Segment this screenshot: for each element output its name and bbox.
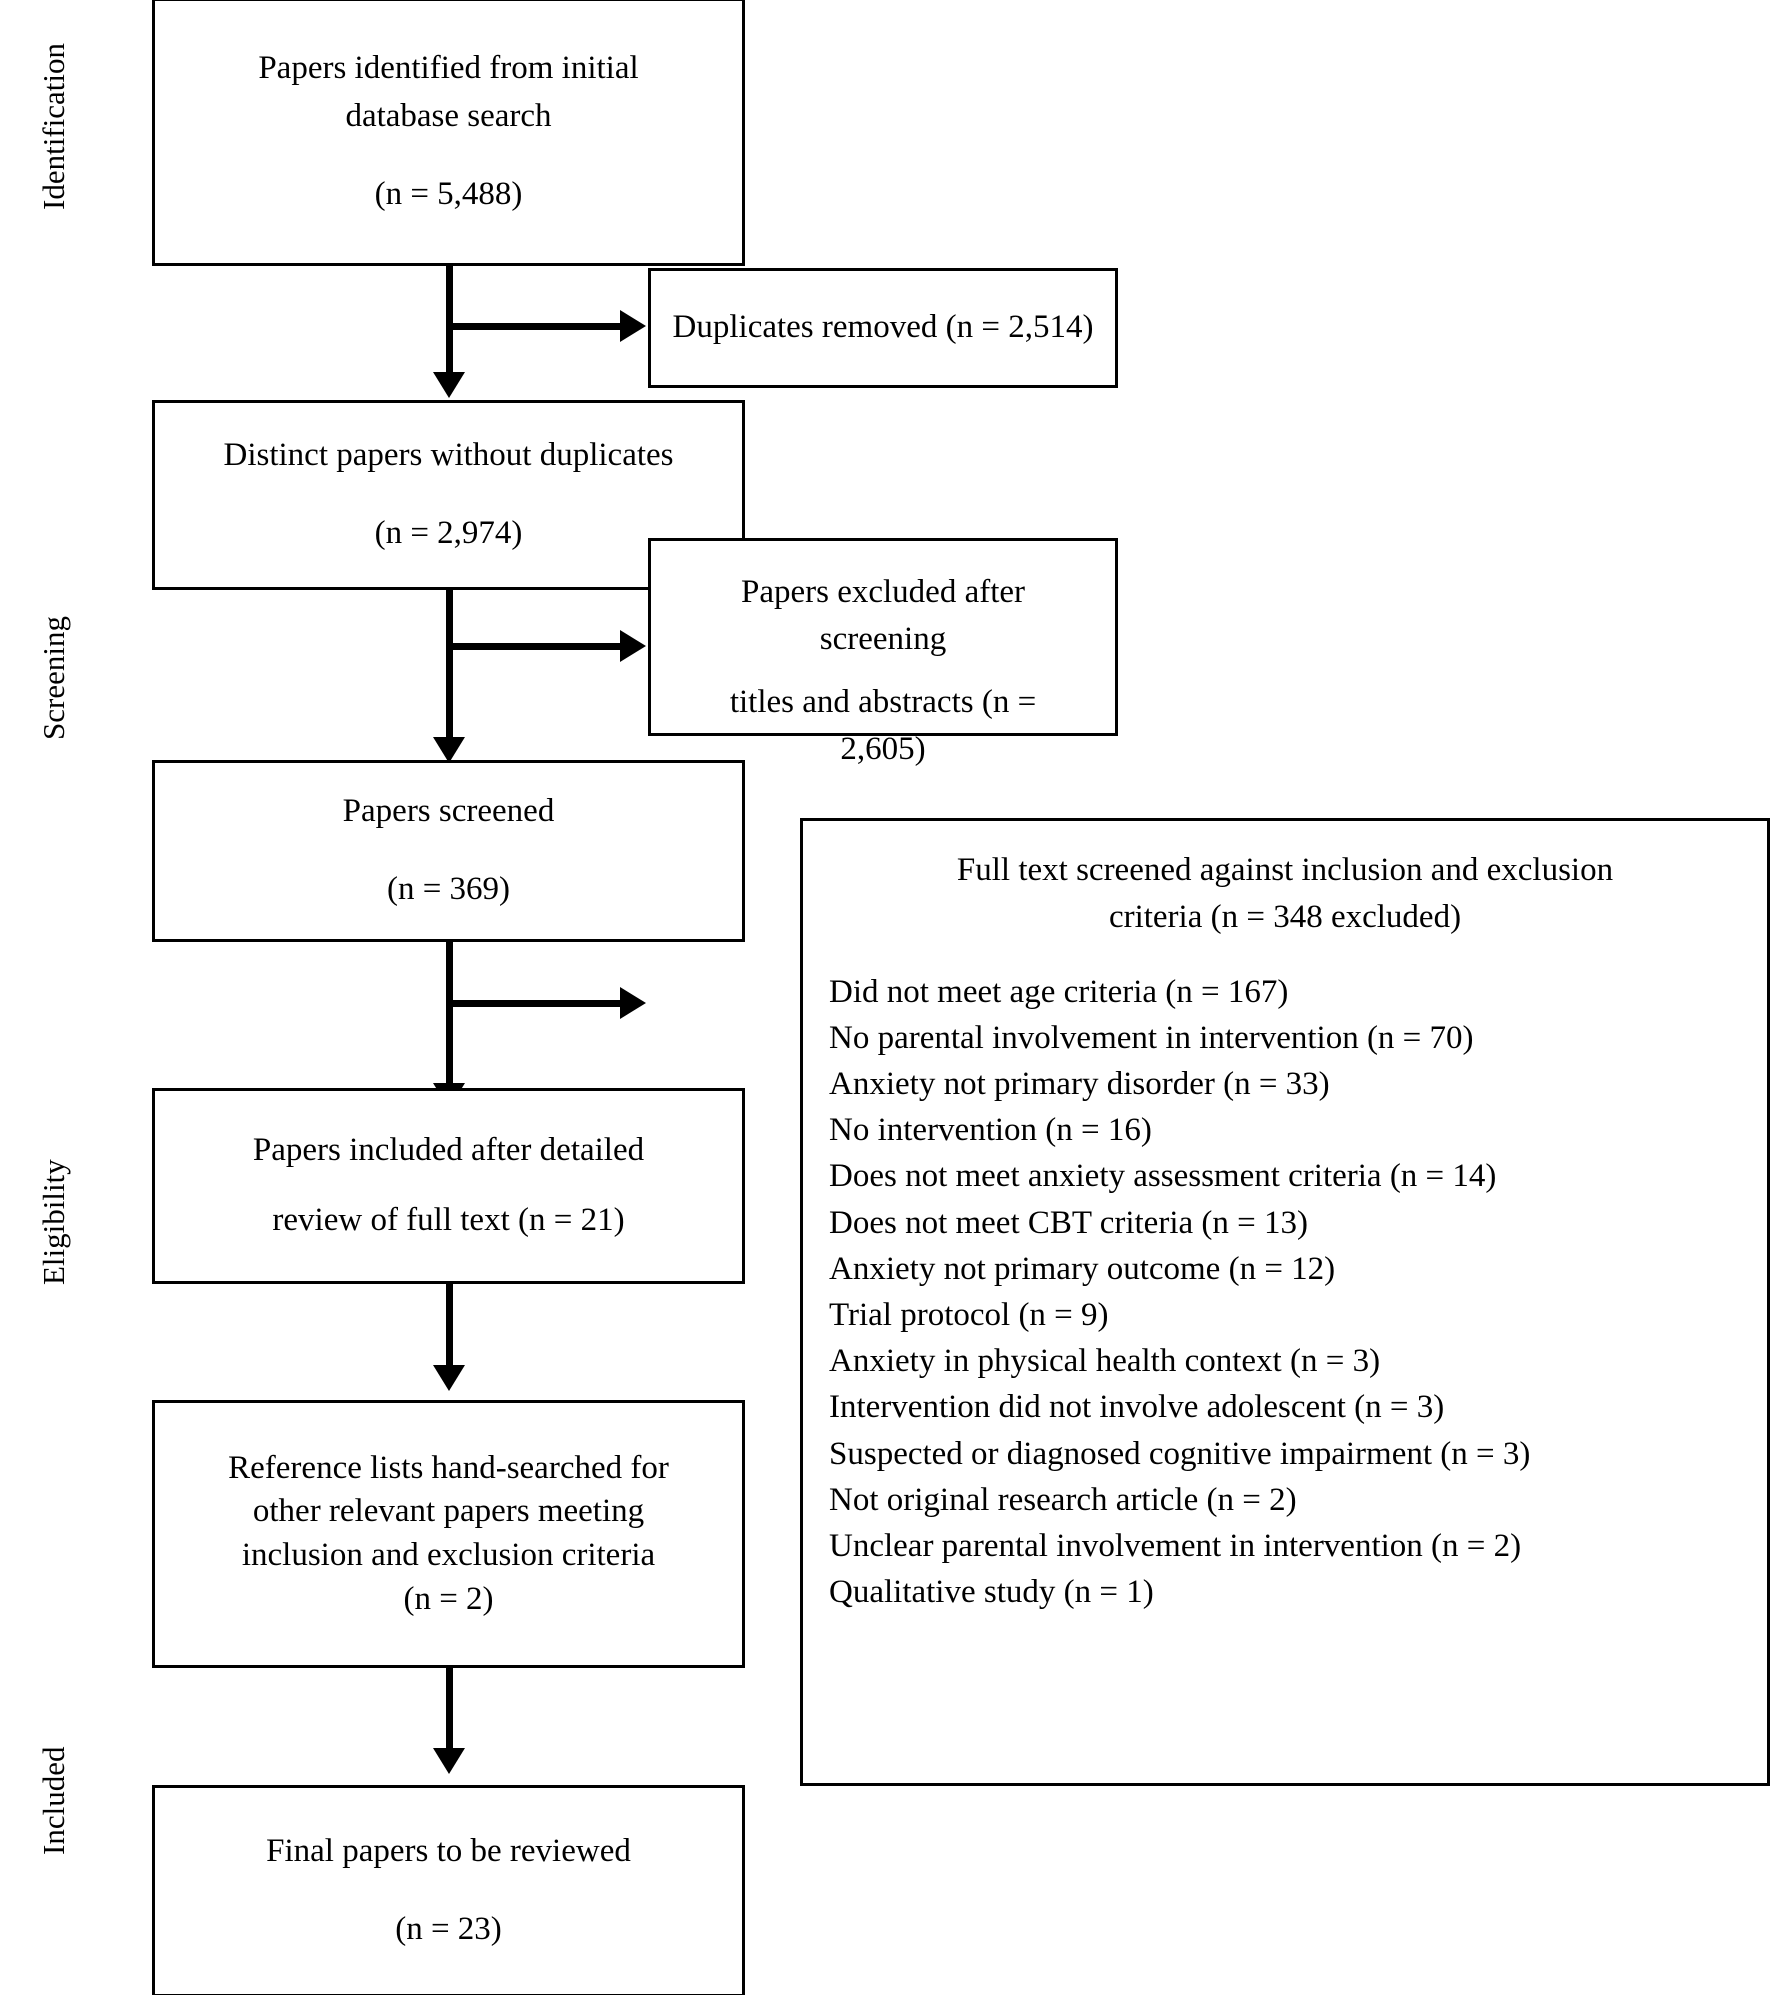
stage-label-included: Included [36, 1746, 71, 1855]
connector-hline [446, 323, 624, 330]
box-count: (n = 23) [395, 1911, 502, 1947]
exclusion-reason-item: Anxiety not primary outcome (n = 12) [829, 1250, 1336, 1287]
exclusion-reason-item: Unclear parental involvement in interven… [829, 1527, 1522, 1564]
box-distinct-papers: Distinct papers without duplicates (n = … [152, 400, 745, 590]
box-line: other relevant papers meeting [252, 1493, 645, 1530]
connector-vline [446, 940, 453, 1092]
connector-hline [446, 1000, 624, 1007]
arrow-down-icon [433, 372, 465, 398]
exclusion-reason-item: Qualitative study (n = 1) [829, 1574, 1154, 1611]
box-line: Distinct papers without duplicates [223, 437, 674, 474]
stage-label-identification: Identification [36, 43, 71, 210]
box-excluded-after-screening: Papers excluded after screening titles a… [648, 538, 1118, 767]
exclusion-reason-item: Does not meet CBT criteria (n = 13) [829, 1204, 1308, 1241]
box-count: (n = 2,974) [374, 515, 523, 551]
box-line: titles and abstracts (n = 2,605) [729, 683, 1037, 767]
box-line: Final papers to be reviewed [266, 1833, 631, 1870]
box-line: inclusion and exclusion criteria [241, 1537, 656, 1573]
box-line: database search [345, 98, 552, 135]
connector-hline [446, 643, 624, 650]
box-line: Papers identified from initial [258, 50, 639, 87]
exclusion-reason-item: Did not meet age criteria (n = 167) [829, 973, 1289, 1010]
box-line: Reference lists hand-searched for [228, 1449, 669, 1486]
excluded-screening-text: Papers excluded after screening titles a… [651, 541, 1115, 772]
heading-line: Full text screened against inclusion and… [956, 852, 1614, 888]
arrow-down-icon [433, 737, 465, 763]
box-count: (n = 369) [386, 871, 511, 907]
exclusion-reason-item: Anxiety not primary disorder (n = 33) [829, 1066, 1330, 1103]
arrow-down-icon [433, 1365, 465, 1391]
box-final-papers: Final papers to be reviewed (n = 23) [152, 1785, 745, 1995]
box-count: (n = 5,488) [374, 175, 523, 212]
connector-vline [446, 588, 453, 746]
box-line: Papers included after detailed [252, 1132, 645, 1169]
exclusion-reason-list: Did not meet age criteria (n = 167) No p… [803, 941, 1767, 1616]
box-papers-included-after-review: Papers included after detailed review of… [152, 1088, 745, 1284]
box-reference-lists-hand-searched: Reference lists hand-searched for other … [152, 1400, 745, 1668]
panel-full-text-exclusions: Full text screened against inclusion and… [800, 818, 1770, 1786]
exclusion-panel-heading: Full text screened against inclusion and… [803, 821, 1767, 941]
box-papers-identified: Papers identified from initial database … [152, 0, 745, 266]
exclusion-reason-item: Not original research article (n = 2) [829, 1481, 1297, 1518]
exclusion-reason-item: Trial protocol (n = 9) [829, 1297, 1109, 1334]
arrow-right-icon [620, 630, 646, 662]
box-line: Papers excluded after screening [740, 574, 1026, 657]
exclusion-reason-item: Does not meet anxiety assessment criteri… [829, 1158, 1497, 1195]
box-line: Papers screened [342, 793, 555, 830]
spacer [699, 663, 1067, 679]
box-line: Duplicates removed (n = 2,514) [672, 309, 1094, 346]
arrow-right-icon [620, 987, 646, 1019]
heading-line: criteria (n = 348 excluded) [1108, 898, 1462, 935]
exclusion-reason-item: Intervention did not involve adolescent … [829, 1389, 1445, 1426]
exclusion-reason-item: No parental involvement in intervention … [829, 1019, 1474, 1056]
connector-vline [446, 1284, 453, 1374]
arrow-right-icon [620, 310, 646, 342]
box-papers-screened: Papers screened (n = 369) [152, 760, 745, 942]
exclusion-reason-item: Suspected or diagnosed cognitive impairm… [829, 1435, 1531, 1472]
exclusion-reason-item: No intervention (n = 16) [829, 1112, 1152, 1149]
stage-label-screening: Screening [36, 616, 71, 740]
arrow-down-icon [433, 1748, 465, 1774]
box-duplicates-removed: Duplicates removed (n = 2,514) [648, 268, 1118, 388]
exclusion-reason-item: Anxiety in physical health context (n = … [829, 1343, 1381, 1380]
connector-vline [446, 1668, 453, 1758]
stage-label-eligibility: Eligibility [36, 1159, 71, 1285]
box-line: review of full text (n = 21) [272, 1202, 625, 1238]
box-count: (n = 2) [403, 1580, 494, 1617]
